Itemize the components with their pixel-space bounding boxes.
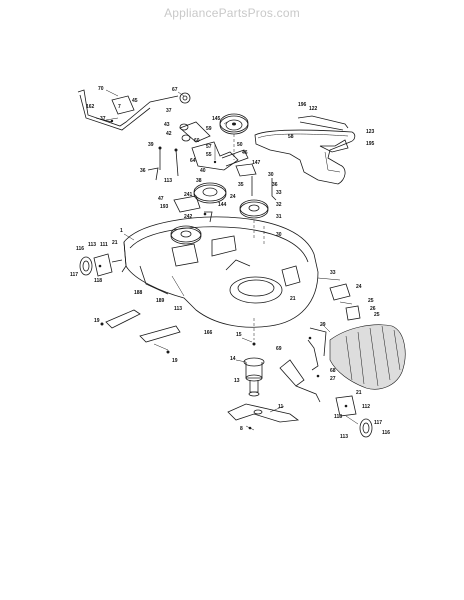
callout-195: 195 xyxy=(366,141,375,147)
callout-113-c: 113 xyxy=(174,306,182,312)
callout-7: 7 xyxy=(118,104,121,110)
left-gauge-wheel xyxy=(79,253,123,277)
callout-117-b: 117 xyxy=(374,420,382,426)
callout-47: 47 xyxy=(158,196,164,202)
callout-24: 24 xyxy=(230,194,236,200)
right-gauge-wheel xyxy=(335,395,373,438)
callout-1: 1 xyxy=(120,228,123,234)
spindle-assembly xyxy=(243,318,265,397)
callout-19-b: 19 xyxy=(172,358,178,364)
callout-11: 11 xyxy=(278,404,284,410)
callout-116: 116 xyxy=(76,246,84,252)
callout-145: 145 xyxy=(212,116,221,122)
callout-118: 118 xyxy=(94,278,102,284)
callout-31: 31 xyxy=(276,214,282,220)
callout-36: 36 xyxy=(140,168,146,174)
callout-21-b: 21 xyxy=(290,296,296,302)
callout-36-b: 36 xyxy=(272,182,278,188)
right-brackets xyxy=(317,277,361,321)
callout-50: 50 xyxy=(237,142,243,148)
callout-46: 46 xyxy=(242,150,248,156)
left-bolts xyxy=(147,146,179,181)
callout-193: 193 xyxy=(160,204,169,210)
callout-37-b: 37 xyxy=(166,108,172,114)
callout-70: 70 xyxy=(98,86,104,92)
callout-25-b: 25 xyxy=(374,312,380,318)
callout-26: 26 xyxy=(370,306,376,312)
callout-labels: 70 67 162 37 7 45 196 122 145 37 43 42 5… xyxy=(70,86,390,440)
callout-118-b: 118 xyxy=(334,414,342,420)
callout-33: 33 xyxy=(276,190,282,196)
callout-68: 68 xyxy=(330,368,336,374)
callout-57: 57 xyxy=(206,144,212,150)
callout-64: 64 xyxy=(190,158,196,164)
callout-30-b: 30 xyxy=(276,232,282,238)
callout-32: 32 xyxy=(276,202,282,208)
callout-55: 55 xyxy=(206,152,212,158)
callout-48: 196 xyxy=(298,102,307,108)
callout-15: 15 xyxy=(236,332,242,338)
callout-188: 188 xyxy=(134,290,143,296)
callout-38: 38 xyxy=(196,178,202,184)
callout-189: 189 xyxy=(156,298,165,304)
callout-59: 59 xyxy=(206,126,212,132)
center-links xyxy=(279,336,321,403)
callout-60: 60 xyxy=(194,138,200,144)
belt-guide-bracket xyxy=(173,195,213,223)
callout-39: 39 xyxy=(148,142,154,148)
callout-113-b: 113 xyxy=(88,242,96,248)
deck-pulleys-middle xyxy=(193,176,277,246)
idler-arm-assembly xyxy=(191,141,257,177)
callout-21: 21 xyxy=(112,240,118,246)
callout-241: 241 xyxy=(184,192,193,198)
callout-27: 27 xyxy=(330,376,336,382)
left-stabilizer xyxy=(100,309,181,354)
callout-8: 8 xyxy=(240,426,243,432)
callout-67: 67 xyxy=(172,87,178,93)
idler-pulley-upper xyxy=(179,113,249,160)
callout-25: 25 xyxy=(368,298,374,304)
callout-19: 19 xyxy=(94,318,100,324)
callout-42: 42 xyxy=(166,131,172,137)
mower-deck-housing xyxy=(121,216,319,328)
callout-166: 166 xyxy=(204,330,213,336)
callout-14: 14 xyxy=(230,356,236,362)
callout-123: 123 xyxy=(366,129,375,135)
callout-113-d: 113 xyxy=(340,434,348,440)
callout-113: 113 xyxy=(164,178,172,184)
callout-13: 13 xyxy=(234,378,240,384)
mower-blade xyxy=(227,403,300,431)
discharge-chute xyxy=(309,324,406,390)
lift-link-assembly xyxy=(77,89,191,131)
callout-117: 117 xyxy=(70,272,78,278)
leader-lines xyxy=(105,89,331,413)
callout-24-b: 24 xyxy=(356,284,362,290)
drive-belt-assembly xyxy=(254,115,356,185)
callout-69: 69 xyxy=(276,346,282,352)
callout-147: 147 xyxy=(252,160,261,166)
callout-116-b: 116 xyxy=(382,430,390,436)
callout-112: 112 xyxy=(362,404,370,410)
callout-21-c: 21 xyxy=(356,390,362,396)
callout-144: 144 xyxy=(218,202,227,208)
callout-58: 58 xyxy=(288,134,294,140)
callout-45: 45 xyxy=(132,98,138,104)
callout-40: 40 xyxy=(200,168,206,174)
callout-162: 162 xyxy=(86,104,95,110)
callout-37: 37 xyxy=(100,116,106,122)
callout-35: 35 xyxy=(238,182,244,188)
callout-33-b: 33 xyxy=(330,270,336,276)
callout-242: 242 xyxy=(184,214,193,220)
callout-43: 43 xyxy=(164,122,170,128)
callout-122: 122 xyxy=(309,106,318,112)
callout-30: 30 xyxy=(268,172,274,178)
site-watermark: AppliancePartsPros.com xyxy=(164,6,300,20)
callout-111: 111 xyxy=(100,242,108,248)
